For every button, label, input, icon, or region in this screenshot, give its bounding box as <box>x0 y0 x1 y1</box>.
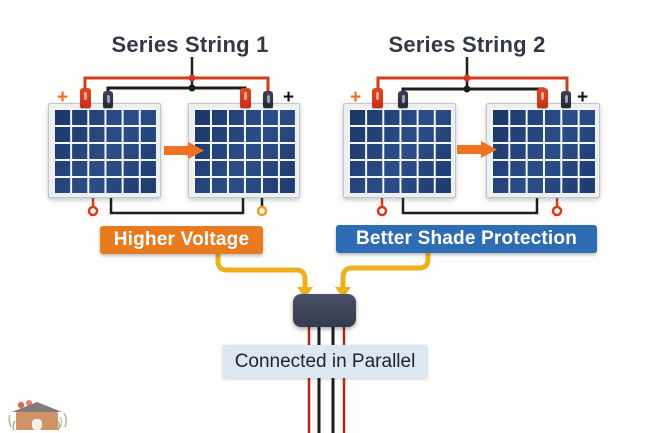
string1-plus-left: + <box>57 87 69 108</box>
string2-positive-wire <box>376 76 569 97</box>
parallel-junction-box <box>293 294 356 327</box>
string2-plus-left: + <box>350 87 362 108</box>
string1-panel2-negative-terminal <box>263 91 273 108</box>
panel-cells <box>53 108 156 193</box>
string2-benefit-label: Better Shade Protection <box>336 225 597 253</box>
string1-panel2-positive-terminal <box>240 88 251 108</box>
parallel-connection-label: Connected in Parallel <box>223 345 427 378</box>
panel-cells <box>193 108 295 193</box>
string2-flow-arrow-icon <box>457 141 497 158</box>
house-watermark-icon <box>8 400 68 431</box>
panel-cells <box>491 108 595 193</box>
string1-feed-wire <box>215 250 313 298</box>
string2-bottom-wires <box>376 196 563 217</box>
string2-title: Series String 2 <box>388 32 546 57</box>
string1-positive-wire <box>83 76 270 97</box>
string2-panel-1 <box>343 103 456 198</box>
string2-panel2-negative-terminal <box>561 91 571 108</box>
string1-bottom-wires <box>87 196 268 217</box>
string2-plus-right: + <box>577 87 589 108</box>
string2-panel1-negative-terminal <box>398 91 408 108</box>
string1-panel-1 <box>48 103 161 198</box>
string2-panel1-positive-terminal <box>372 88 383 108</box>
panel-cells <box>348 108 451 193</box>
string1-panel1-positive-terminal <box>80 88 91 108</box>
string1-panel-2 <box>188 103 300 198</box>
string1-flow-arrow-icon <box>164 142 204 159</box>
string1-title: Series String 1 <box>111 32 269 57</box>
string2-feed-wire <box>335 249 431 298</box>
string2-panel-2 <box>486 103 600 198</box>
string2-panel2-positive-terminal <box>537 88 548 108</box>
string1-benefit-label: Higher Voltage <box>100 226 263 254</box>
string1-plus-right: + <box>283 87 295 108</box>
string1-panel1-negative-terminal <box>103 91 113 108</box>
